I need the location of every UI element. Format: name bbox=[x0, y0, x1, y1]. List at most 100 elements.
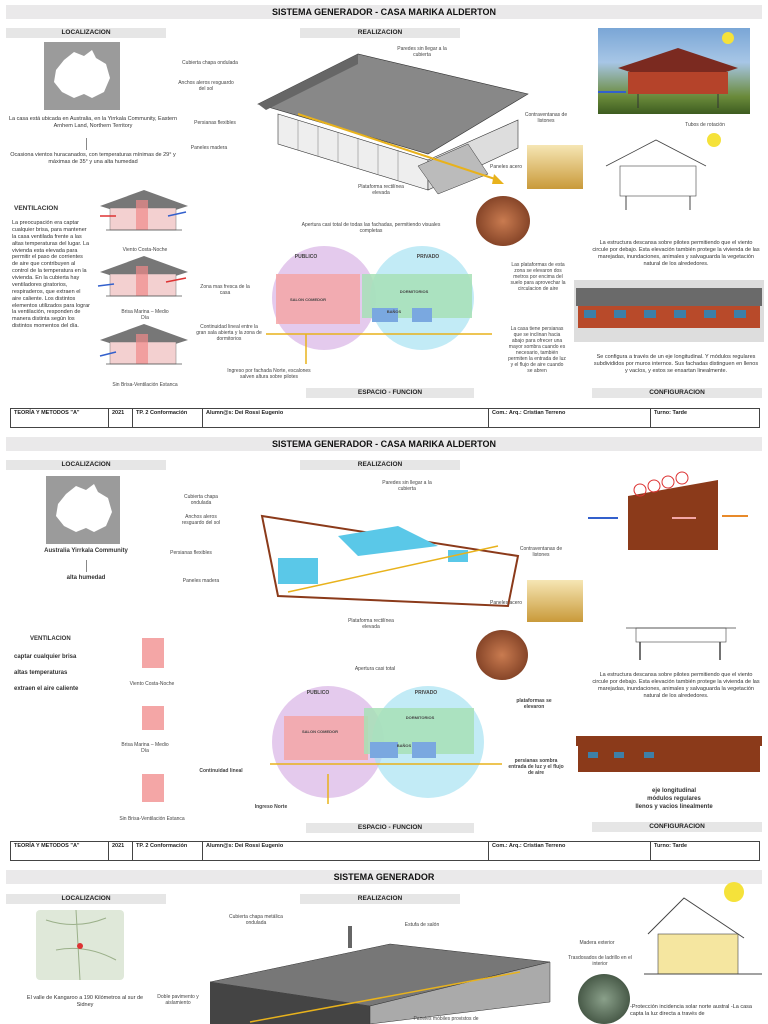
ventilacion-title-2: VENTILACION bbox=[30, 636, 71, 642]
label-plataforma: Plataforma rectilínea elevada bbox=[358, 184, 404, 196]
plan-top-text: Apertura casi total de todas las fachada… bbox=[301, 222, 441, 234]
localizacion-header-2: LOCALIZACION bbox=[6, 460, 166, 470]
vent-box-3 bbox=[142, 774, 164, 802]
proteccion-text: -Protección incidencia solar norte austr… bbox=[630, 1004, 752, 1017]
footer-2: TEORÍA Y METODOS "A" 2021 TP. 2 Conforma… bbox=[10, 841, 760, 861]
realizacion-header-2: REALIZACION bbox=[300, 460, 460, 470]
label-cubierta-2: Cubierta chapa ondulada bbox=[184, 494, 218, 506]
config-2: módulos regulares bbox=[647, 796, 701, 802]
plan-banos: BAÑOS bbox=[386, 309, 402, 314]
label-paredes: Paredes sin llegar a la cubierta bbox=[397, 46, 447, 58]
photo-paneles-acero bbox=[527, 145, 583, 189]
plan-left-2-1: Continuidad lineal bbox=[199, 768, 243, 774]
plan-banos-2: BAÑOS bbox=[396, 743, 412, 748]
plan-left-2-2: Ingreso Norte bbox=[254, 804, 288, 810]
ventilacion-title: VENTILACION bbox=[14, 205, 59, 212]
plan-privado-2: PRIVADO bbox=[414, 690, 438, 696]
estructura-text-2: La estructura descansa sobre pilotes per… bbox=[592, 672, 760, 699]
loc-text: La casa está ubicada en Australia, en la… bbox=[8, 116, 178, 129]
label-paredes-2: Paredes sin llegar a la cubierta bbox=[382, 480, 432, 492]
label-aleros: Anchos aleros resguardo del sol bbox=[178, 80, 234, 92]
page2-title: SISTEMA GENERADOR - CASA MARIKA ALDERTON bbox=[6, 437, 762, 451]
house-perspective bbox=[257, 53, 529, 195]
plan-right-2-1: plataformas se elevaron bbox=[516, 698, 552, 710]
photo-house-exterior bbox=[598, 28, 750, 114]
label-acero-2: Paneles acero bbox=[490, 600, 522, 606]
loc-text2: Ocasiona vientos huracanados, con temper… bbox=[10, 152, 176, 165]
photo-paneles-acero-2 bbox=[527, 580, 583, 622]
label-paneles: Paneles madera bbox=[190, 145, 228, 151]
label-contraventanas: Contraventanas de listones bbox=[524, 112, 568, 124]
realizacion-header: REALIZACION bbox=[300, 28, 460, 38]
footer-turno-2: Turno: Tarde bbox=[654, 843, 688, 849]
vent-label-2-1: Viento Costa-Noche bbox=[129, 681, 175, 687]
plan-diagram bbox=[266, 246, 492, 364]
espacio-header-2: ESPACIO - FUNCION bbox=[306, 823, 474, 833]
loc-text2-2: alta humedad bbox=[66, 575, 106, 581]
photo-interior-circle-2 bbox=[476, 630, 528, 680]
footer-tp-2: TP. 2 Conformación bbox=[133, 842, 203, 860]
ventilacion-text: La preocupación era captar cualquier bri… bbox=[12, 220, 90, 330]
estructura-text: La estructura descansa sobre pilotes per… bbox=[592, 240, 760, 267]
page1-title: SISTEMA GENERADOR - CASA MARIKA ALDERTON bbox=[6, 5, 762, 19]
house-outline-2 bbox=[260, 514, 520, 608]
plan-left-2: Continuidad lineal entre la gran sala ab… bbox=[196, 324, 262, 342]
vent-sketch-3 bbox=[99, 324, 188, 365]
vent-label-2: Brisa Marina – Medio Día bbox=[121, 309, 169, 321]
label-cubierta: Cubierta chapa ondulada bbox=[182, 60, 238, 66]
plan-privado: PRIVADO bbox=[416, 254, 440, 260]
label-acero: Paneles acero bbox=[490, 164, 522, 170]
realizacion-header-3: REALIZACION bbox=[300, 894, 460, 904]
vent-item-3: extraen el aire caliente bbox=[14, 686, 79, 692]
section-sketch-2 bbox=[626, 627, 736, 660]
label-madera: Madera exterior bbox=[579, 940, 615, 946]
label-plataforma-2: Plataforma rectilínea elevada bbox=[348, 618, 394, 630]
config-text: Se configura a través de un eje longitud… bbox=[593, 354, 759, 374]
vent-label-2-2: Brisa Marina – Medio Día bbox=[121, 742, 169, 754]
plan-right-2: La casa tiene persianas que se inclinan … bbox=[508, 326, 566, 374]
localizacion-header: LOCALIZACION bbox=[6, 28, 166, 38]
vent-label-2-3: Sin Brisa-Ventilación Estanca bbox=[119, 816, 185, 822]
page3-title: SISTEMA GENERADOR bbox=[6, 870, 762, 884]
configuracion-header-2: CONFIGURACION bbox=[592, 822, 762, 832]
footer-course: TEORÍA Y METODOS "A" bbox=[11, 409, 109, 427]
label-aleros-2: Anchos aleros resguardo del sol bbox=[181, 514, 221, 526]
localizacion-header-3: LOCALIZACION bbox=[6, 894, 166, 904]
plan-left-1: Zona mas fresca de la casa bbox=[200, 284, 250, 296]
configuracion-header: CONFIGURACION bbox=[592, 388, 762, 398]
label-cubierta-3: Cubierta chapa metálica ondulada bbox=[229, 914, 283, 926]
plan-diagram-2 bbox=[270, 686, 502, 804]
footer-com-2: Com.: Arq.: Cristian Terreno bbox=[489, 842, 651, 860]
plan-dormitorios-2: DORMITORIOS bbox=[405, 715, 435, 720]
vent-box-1 bbox=[142, 638, 164, 668]
photo-interior-circle bbox=[476, 196, 530, 246]
loc-text-2: Australia Yirrkala Community bbox=[44, 548, 128, 554]
footer-year-2: 2021 bbox=[109, 842, 133, 860]
section-sketch bbox=[605, 133, 721, 210]
espacio-header: ESPACIO - FUNCION bbox=[306, 388, 474, 398]
label-tubos: Tubos de rotación bbox=[685, 122, 725, 128]
config-3: llenos y vacios linealmente bbox=[635, 804, 713, 810]
plan-publico: PUBLICO bbox=[294, 254, 318, 260]
loc-arrow bbox=[86, 138, 88, 150]
vent-item-2: altas temperaturas bbox=[14, 670, 68, 676]
label-paneles-mobiles: Paneles móbiles provistos de bbox=[413, 1016, 479, 1022]
label-trasdosados: Trasdosados de ladrillo en el interior bbox=[568, 955, 632, 967]
vent-label-3: Sin Brisa-Ventilación Estanca bbox=[112, 382, 178, 388]
footer-com: Com.: Arq.: Cristian Terreno bbox=[489, 409, 651, 427]
footer-tp: TP. 2 Conformación bbox=[133, 409, 203, 427]
plan-dormitorios: DORMITORIOS bbox=[399, 289, 429, 294]
vent-label-1: Viento Costa-Noche bbox=[122, 247, 168, 253]
vent-item-1: captar cualquier brisa bbox=[14, 654, 77, 660]
label-estufa: Estufa de salón bbox=[404, 922, 440, 928]
footer-year: 2021 bbox=[109, 409, 133, 427]
vent-sketch-2 bbox=[97, 256, 188, 297]
elevation-drawing bbox=[574, 280, 764, 342]
vent-sketch-1 bbox=[100, 190, 188, 231]
label-contraventanas-2: Contraventanas de listones bbox=[519, 546, 563, 558]
plan-salon-2: SALON COMEDOR bbox=[302, 729, 338, 734]
elevation-drawing-2 bbox=[576, 736, 762, 772]
footer-turno: Turno: Tarde bbox=[654, 410, 688, 416]
vent-box-2 bbox=[142, 706, 164, 730]
footer-alumnos: Alumn@s: Dei Rossi Eugenio bbox=[203, 409, 489, 427]
